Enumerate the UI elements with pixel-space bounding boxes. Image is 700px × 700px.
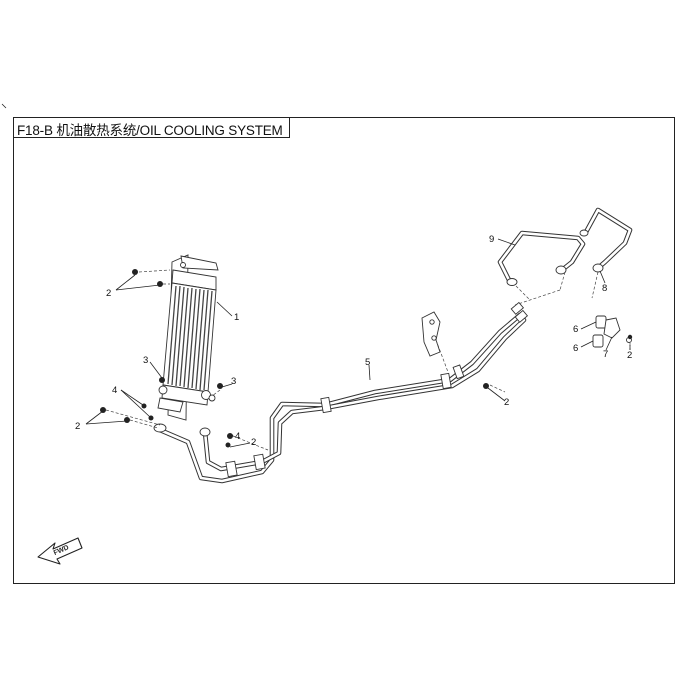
- oil-hose-assembly: [153, 301, 529, 484]
- callout-3b: 3: [231, 376, 236, 387]
- callout-4a: 4: [112, 385, 117, 396]
- diagram-frame: [13, 117, 675, 584]
- oil-pipe-9: [497, 230, 586, 286]
- callout-4b: 4: [235, 431, 240, 442]
- oil-pipe-8: [579, 207, 633, 273]
- callout-labels: 1 2 3 3 4 2 4 2 5 2 9 8 6 6 7 2: [75, 234, 632, 448]
- leader-lines: [85, 238, 631, 448]
- callout-6a: 6: [573, 324, 578, 335]
- callout-2a: 2: [106, 288, 111, 299]
- callout-2b: 2: [75, 421, 80, 432]
- oil-cooler: [157, 254, 219, 421]
- callout-2c: 2: [251, 437, 256, 448]
- margin-mark: [1, 103, 7, 109]
- callout-1: 1: [234, 312, 239, 323]
- callout-8: 8: [602, 283, 607, 294]
- callout-2d: 2: [504, 397, 509, 408]
- callout-2e: 2: [627, 350, 632, 361]
- callout-5: 5: [365, 357, 370, 368]
- hose-clamps: [592, 315, 632, 348]
- assembly-lines: [105, 269, 631, 451]
- diagram-title: F18-B 机油散热系统/OIL COOLING SYSTEM: [13, 117, 290, 138]
- callout-9: 9: [489, 234, 494, 245]
- callout-6b: 6: [573, 343, 578, 354]
- forward-direction-arrow: FWD: [37, 537, 83, 565]
- callout-7: 7: [603, 349, 608, 360]
- callout-3a: 3: [143, 355, 148, 366]
- fasteners: [100, 269, 633, 448]
- hose-mount-bracket: [421, 311, 441, 357]
